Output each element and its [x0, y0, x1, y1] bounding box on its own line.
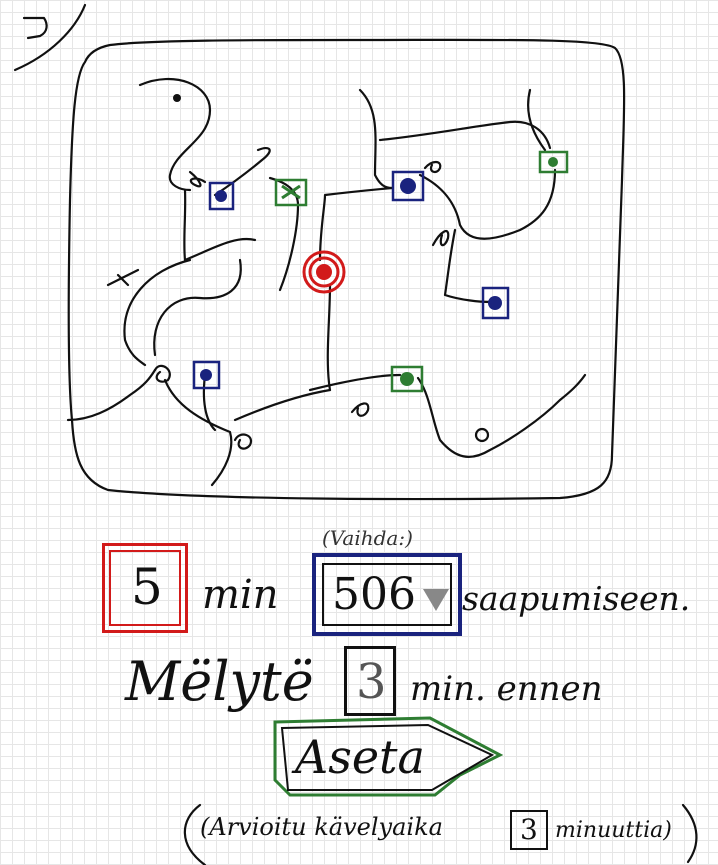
blue-stop-marker[interactable]: [391, 170, 425, 202]
map-frame: [67, 38, 626, 501]
estimate-suffix: minuuttia): [555, 818, 672, 843]
triangle-down-icon: [423, 589, 449, 611]
route-value: 506: [332, 569, 416, 620]
estimate-prefix: (Arvioitu kävelyaika: [200, 813, 443, 841]
change-hint: (Vaihda:): [322, 526, 413, 550]
set-button[interactable]: Asetа: [275, 718, 500, 796]
set-button-label: Asetа: [295, 730, 425, 784]
notify-label: Mëlytë: [125, 650, 314, 713]
set-button-outline: [273, 716, 504, 797]
map-routes: [66, 77, 587, 487]
waypoint: [153, 364, 171, 383]
waypoint: [423, 160, 442, 174]
minutes-value: 5: [131, 558, 163, 616]
green-stop-marker[interactable]: [538, 150, 569, 174]
set-button-outline-inner: [280, 723, 495, 791]
blue-stop-marker[interactable]: [192, 360, 221, 390]
min-label: min: [202, 572, 279, 618]
waypoint: [474, 427, 490, 443]
waypoint: [431, 229, 450, 247]
minutes-box[interactable]: 5: [102, 543, 188, 633]
waypoint: [188, 170, 207, 188]
notify-count-box[interactable]: 3: [344, 646, 396, 716]
waypoint: [350, 402, 370, 417]
arrival-label: saapumiseen.: [462, 579, 691, 618]
waypoint: [106, 268, 140, 287]
map-waypoints: [106, 94, 490, 450]
notify-suffix: min. ennen: [410, 669, 603, 709]
red-circle-marker[interactable]: [302, 250, 346, 294]
waypoint: [173, 94, 181, 102]
route-dropdown[interactable]: 506: [312, 553, 462, 636]
blue-stop-marker[interactable]: [208, 181, 235, 211]
blue-stop-marker[interactable]: [481, 286, 510, 320]
estimate-minutes-value: 3: [520, 813, 538, 846]
estimate-minutes-box: 3: [510, 810, 548, 850]
paren-right: [681, 803, 698, 864]
waypoint: [233, 433, 253, 450]
paren-left: [183, 803, 207, 865]
green-stop-marker[interactable]: [274, 178, 308, 207]
back-button[interactable]: [13, 3, 87, 72]
green-stop-marker[interactable]: [390, 365, 424, 393]
notify-count-value: 3: [356, 654, 387, 710]
